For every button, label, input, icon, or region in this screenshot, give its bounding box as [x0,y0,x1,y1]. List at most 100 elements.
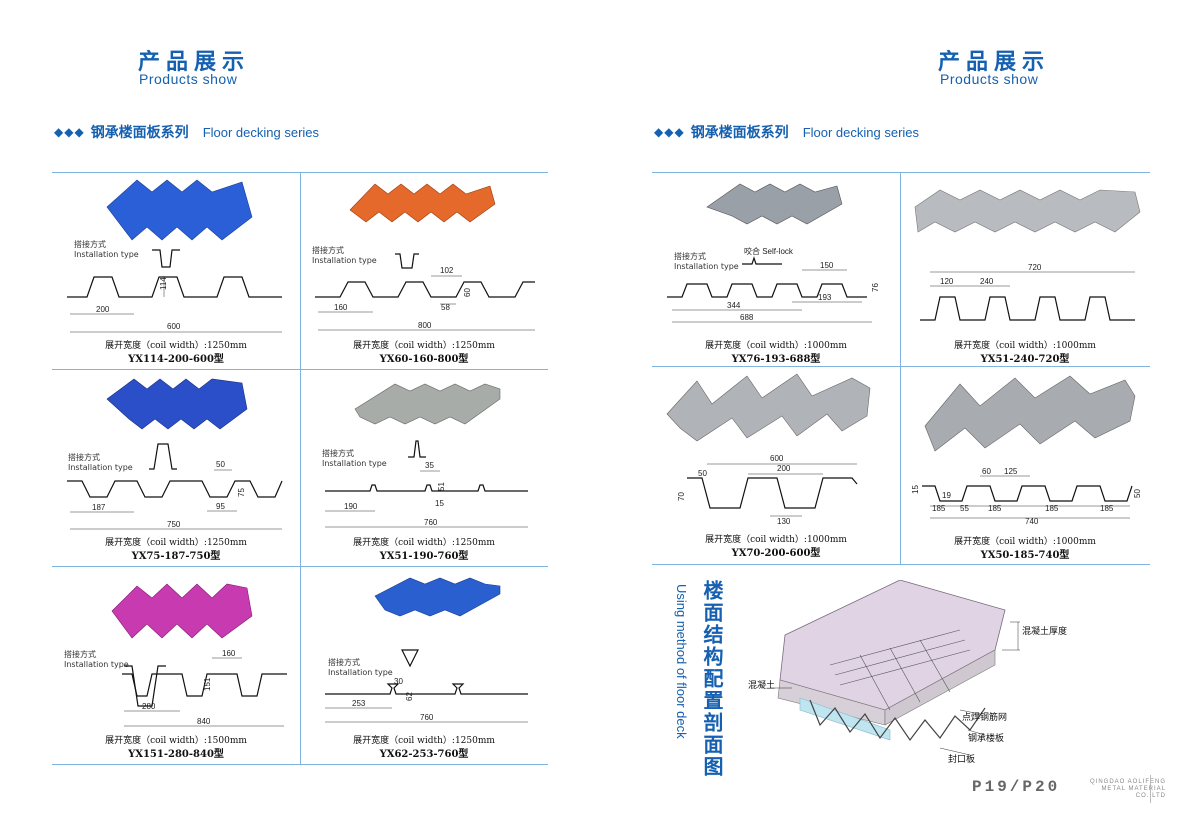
dim-label: 193 [818,293,832,302]
deck-drawing: 60 125 19 185 185 185 185 740 50 15 55 [911,375,1142,526]
dim-label: 60 [982,467,991,476]
dim-label: 185 [1100,504,1114,513]
page-number: P19/P20 [972,778,1061,796]
model-name: YX50-185-740型 [980,550,1070,561]
company-name: QINGDAO AOLIFENG METAL MATERIAL CO.,LTD [1090,779,1167,799]
label-concrete-thickness: 混凝土厚度 [1022,627,1068,637]
deck-drawing: 190 760 35 15 51 [325,383,528,528]
deck-drawing: 200 600 114 [67,179,282,333]
coil-width: 展开宽度（coil width）:1500mm [105,736,247,746]
dim-label: 58 [441,303,450,312]
left-header-cn: 产品展示 [138,50,251,75]
dim-label: 15 [911,485,920,494]
right-series-title: ◆◆◆ 钢承楼面板系列 Floor decking series [654,122,919,142]
coil-width: 展开宽度（coil width）:1250mm [353,736,495,746]
deck-drawing: 280 840 160 151 [111,583,287,727]
model-name: YX76-193-688型 [731,354,821,365]
label-concrete: 混凝土 [748,681,776,691]
grid-line [52,764,548,765]
model-name: YX60-160-800型 [379,354,469,365]
deck-drawing: 344 688 150 193 76 咬合 Self-lock [667,183,880,323]
dim-label: 19 [942,491,951,500]
dim-label: 102 [440,266,454,275]
dim-label: 688 [740,313,754,322]
dim-label: 95 [216,502,225,511]
dim-label: 185 [1045,504,1059,513]
dim-label: 75 [237,488,246,497]
grid-line [300,172,301,764]
model-name: YX70-200-600型 [731,548,821,559]
coil-width: 展开宽度（coil width）:1000mm [705,535,847,545]
product-card: 60 125 19 185 185 185 185 740 50 15 55 展… [900,366,1150,564]
dim-label: 600 [770,454,784,463]
dim-label: 55 [960,504,969,513]
dim-label: 50 [1133,489,1142,498]
left-header-en: Products show [139,71,238,87]
diamond-bullets-icon: ◆◆◆ [54,125,85,139]
deck-drawing: 160 800 102 58 60 [315,183,535,331]
structure-title-cn: 楼面结构配置剖面图 [700,580,724,778]
dim-label: 51 [437,482,446,491]
model-name: YX62-253-760型 [379,749,469,760]
dim-label: 151 [203,677,212,691]
dim-label: 150 [820,261,834,270]
dim-label: 750 [167,520,181,529]
dim-label: 120 [940,277,954,286]
grid-line [652,172,1150,173]
dim-label: 600 [167,322,181,331]
dim-label: 125 [1004,467,1018,476]
coil-width: 展开宽度（coil width）:1250mm [105,341,247,351]
dim-label: 760 [420,713,434,722]
dim-label: 740 [1025,517,1039,526]
label-steel-deck: 钢承楼板 [968,734,1005,744]
dim-label: 35 [425,461,434,470]
right-header-en: Products show [940,71,1039,87]
right-header-cn: 产品展示 [938,50,1051,75]
dim-label: 70 [677,492,686,501]
right-series-en: Floor decking series [802,124,920,140]
label-welded-mesh: 点焊钢筋网 [962,713,1008,723]
dim-label: 840 [197,717,211,726]
right-series-cn: 钢承楼面板系列 [690,125,789,141]
coil-width: 展开宽度（coil width）:1250mm [105,538,247,548]
dim-label: 160 [222,649,236,658]
model-name: YX114-200-600型 [128,354,224,365]
floor-section-illustration [770,580,1020,756]
dim-label: 187 [92,503,106,512]
grid-line [652,564,1150,565]
dim-label: 50 [698,469,707,478]
model-name: YX151-280-840型 [128,749,224,760]
dim-label: 720 [1028,263,1042,272]
dim-label: 76 [871,283,880,292]
dim-label: 280 [142,702,156,711]
left-series-title: ◆◆◆ 钢承楼面板系列 Floor decking series [54,122,319,142]
dim-label: 15 [435,499,444,508]
dim-label: 114 [159,277,168,290]
label-closure-plate: 封口板 [948,755,976,765]
dim-label: 344 [727,301,741,310]
dim-label: 800 [418,321,432,330]
dim-label: 190 [344,502,358,511]
coil-width: 展开宽度（coil width）:1250mm [353,538,495,548]
deck-drawing: 253 760 30 62 [325,577,528,723]
coil-width: 展开宽度（coil width）:1000mm [954,341,1096,351]
structure-title-en: Using method of floor deck [674,584,689,739]
grid-line [900,172,901,564]
dim-label: 咬合 Self-lock [744,246,794,256]
dim-label: 200 [96,305,110,314]
dim-label: 130 [777,517,791,526]
deck-drawing: 120 240 720 [914,189,1141,321]
product-card: 600 200 130 50 70 展开宽度（coil width）:1000m… [652,366,900,564]
